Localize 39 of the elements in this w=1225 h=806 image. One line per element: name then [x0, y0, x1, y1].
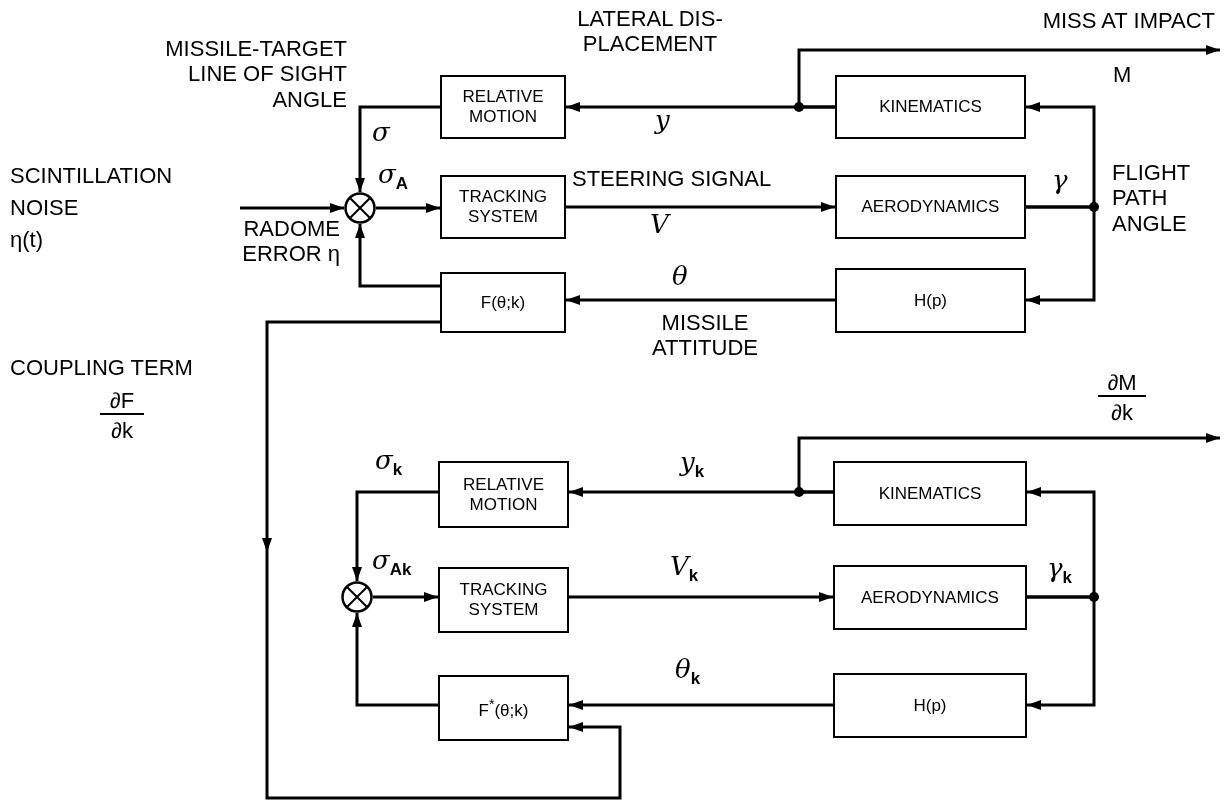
annotation-label: γ$_{k}$ — [1047, 554, 1072, 588]
block-diagram-box: RELATIVE MOTION — [440, 75, 566, 139]
summing-junction — [344, 192, 376, 224]
fraction-numerator: ∂M — [1098, 370, 1146, 398]
edge-label: σ — [372, 118, 390, 148]
block-diagram-box: AERODYNAMICS — [833, 565, 1027, 630]
edge-label: σ$_{k}$ — [375, 446, 403, 480]
block-diagram-box: RELATIVE MOTION — [438, 461, 569, 528]
block-diagram-box: KINEMATICS — [833, 461, 1027, 526]
block-diagram-box: TRACKING SYSTEM — [438, 567, 569, 633]
block-diagram-box: H(p) — [833, 673, 1027, 738]
annotation-label: γ — [1052, 166, 1068, 196]
block-diagram-box: TRACKING SYSTEM — [440, 175, 566, 239]
annotation-label: LATERAL DIS- PLACEMENT — [576, 6, 724, 57]
edge-label: θ$_{k}$ — [675, 655, 701, 689]
edge-label: V — [650, 210, 669, 240]
block-diagram-box: AERODYNAMICS — [835, 175, 1026, 239]
summing-junction — [341, 581, 373, 613]
fraction-numerator: ∂F — [100, 388, 144, 416]
annotation-label: MISSILE-TARGET LINE OF SIGHT ANGLE — [164, 36, 347, 112]
edge-label: y$_{k}$ — [680, 448, 705, 482]
block-diagram-box: F(θ;k) — [440, 272, 566, 333]
edge-label: σ$_{A}$ — [378, 160, 408, 194]
edge-label: V$_{k}$ — [670, 552, 699, 586]
input-label: η(t) — [10, 226, 44, 254]
annotation-label: MISSILE ATTITUDE — [651, 310, 759, 361]
annotation-label: MISS AT IMPACT — [1041, 8, 1215, 34]
edge-label: y — [655, 106, 670, 136]
annotation-label: ∂k — [1110, 400, 1134, 426]
annotation-label: M — [1113, 62, 1132, 88]
annotation-label: FLIGHT PATH ANGLE — [1112, 160, 1191, 236]
block-diagram-box: KINEMATICS — [835, 75, 1026, 139]
annotation-label: COUPLING TERM — [10, 355, 193, 381]
annotation-label: RADOME ERROR η — [241, 216, 340, 267]
annotation-label: ∂k — [110, 418, 134, 444]
edge-label: θ — [672, 262, 688, 292]
annotation-label: STEERING SIGNAL — [572, 166, 772, 192]
block-diagram-box: F$^{*}$(θ;k) — [438, 675, 569, 741]
block-diagram-box: H(p) — [835, 268, 1026, 333]
